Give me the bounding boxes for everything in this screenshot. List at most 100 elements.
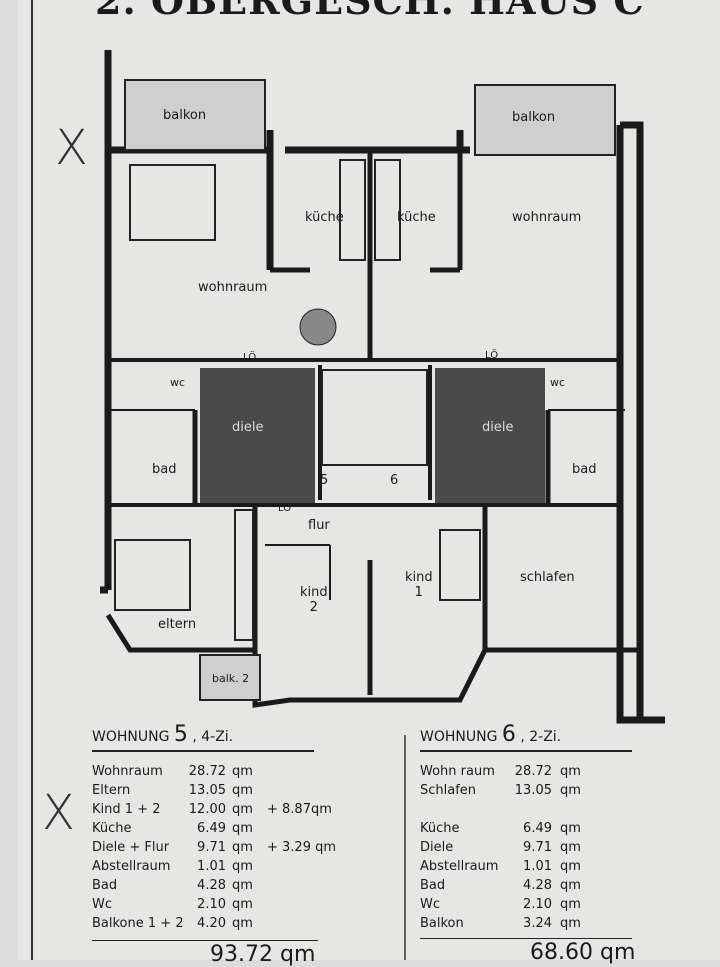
area-unit: qm [232,783,253,798]
wohnung-number: 6 [501,722,516,747]
room-name: Wc [420,897,441,912]
wohnung-6-total: 68.60 qm [530,940,636,965]
area-value: 12.00 [188,802,226,817]
area-row: Küche 6.49 qm [420,821,632,840]
area-value: 2.10 [523,897,552,912]
room-name: Küche [420,821,460,836]
label-kind-1: kind 1 [405,570,433,600]
area-unit: qm [560,916,581,931]
handwritten-x-mark: X [55,120,88,176]
area-unit: qm [232,859,253,874]
label-bad-left: bad [152,462,177,477]
sum-line [92,940,318,941]
area-unit: qm [560,764,581,779]
area-value: 28.72 [188,764,226,779]
room-name: Abstellraum [420,859,499,874]
area-value: 13.05 [514,783,552,798]
wohnung-rooms: , 4-Zi. [192,729,234,745]
handwritten-x-mark: X [42,785,75,841]
label-balk-2: balk. 2 [212,672,250,685]
label-schlafen: schlafen [520,570,575,585]
area-value: 28.72 [514,764,552,779]
wohnung-6-header: WOHNUNG 6 , 2-Zi. [420,722,632,752]
label-door-5: 5 [320,473,329,488]
area-unit: qm [560,821,581,836]
label-wohnraum-left: wohnraum [198,280,268,295]
label-wc-left: wc [170,376,186,389]
closet-eltern [234,509,254,641]
area-row [420,802,632,821]
balcony-left [124,79,266,151]
area-unit: qm [560,878,581,893]
kitchen-counter-right [374,159,401,261]
room-name: Wc [92,897,113,912]
area-unit: qm [232,897,253,912]
wohnung-title: WOHNUNG [92,729,170,745]
area-unit: qm [560,859,581,874]
sofa [129,164,216,241]
area-unit: qm [232,916,253,931]
mid-wall [108,358,620,507]
area-row: Wc 2.10 qm [92,897,314,916]
label-kind-2: kind 2 [300,585,328,615]
area-unit: qm [560,840,581,855]
room-name: Schlafen [420,783,477,798]
center-wall [270,150,463,360]
area-value: 6.49 [197,821,226,836]
room-name: Balkon [420,916,464,931]
balcony-2 [199,654,261,701]
area-unit: qm [560,783,581,798]
area-value: 4.20 [197,916,226,931]
area-value: 9.71 [523,840,552,855]
label-kueche-left: küche [305,210,344,225]
area-value: 13.05 [188,783,226,798]
diele-right-hatch [435,368,545,503]
wohnung-rooms: , 2-Zi. [520,729,562,745]
wohnung-number: 5 [173,722,188,747]
area-row: Abstellraum 1.01 qm [420,859,632,878]
area-unit: qm [232,764,253,779]
room-name: Wohn raum [420,764,495,779]
area-extra: + 8.87qm [267,802,332,817]
wohnung-title: WOHNUNG [420,729,498,745]
area-unit: qm [232,802,253,817]
area-value: 6.49 [523,821,552,836]
bed-kind1 [439,529,481,601]
area-value: 2.10 [197,897,226,912]
area-row: Eltern 13.05 qm [92,783,314,802]
label-flur: flur [308,518,330,533]
label-loe-right: LÖ [485,350,499,361]
room-name: Bad [420,878,446,893]
thin-walls [110,409,625,600]
area-value: 1.01 [197,859,226,874]
diele-left-hatch [200,368,315,503]
label-diele-left: diele [232,420,264,435]
label-diele-right: diele [482,420,514,435]
room-name: Eltern [92,783,131,798]
label-loe-left: LÖ [243,352,257,363]
area-value: 9.71 [197,840,226,855]
area-unit: qm [232,821,253,836]
staircase [321,369,428,466]
area-value: 1.01 [523,859,552,874]
wohnung-5-header: WOHNUNG 5 , 4-Zi. [92,722,314,752]
sum-line [420,938,632,939]
label-wc-right: wc [550,376,566,389]
area-extra: + 3.29 qm [267,840,337,855]
area-unit: qm [232,840,253,855]
label-kueche-right: küche [397,210,436,225]
dining-table [299,308,337,346]
label-door-6: 6 [390,473,399,488]
